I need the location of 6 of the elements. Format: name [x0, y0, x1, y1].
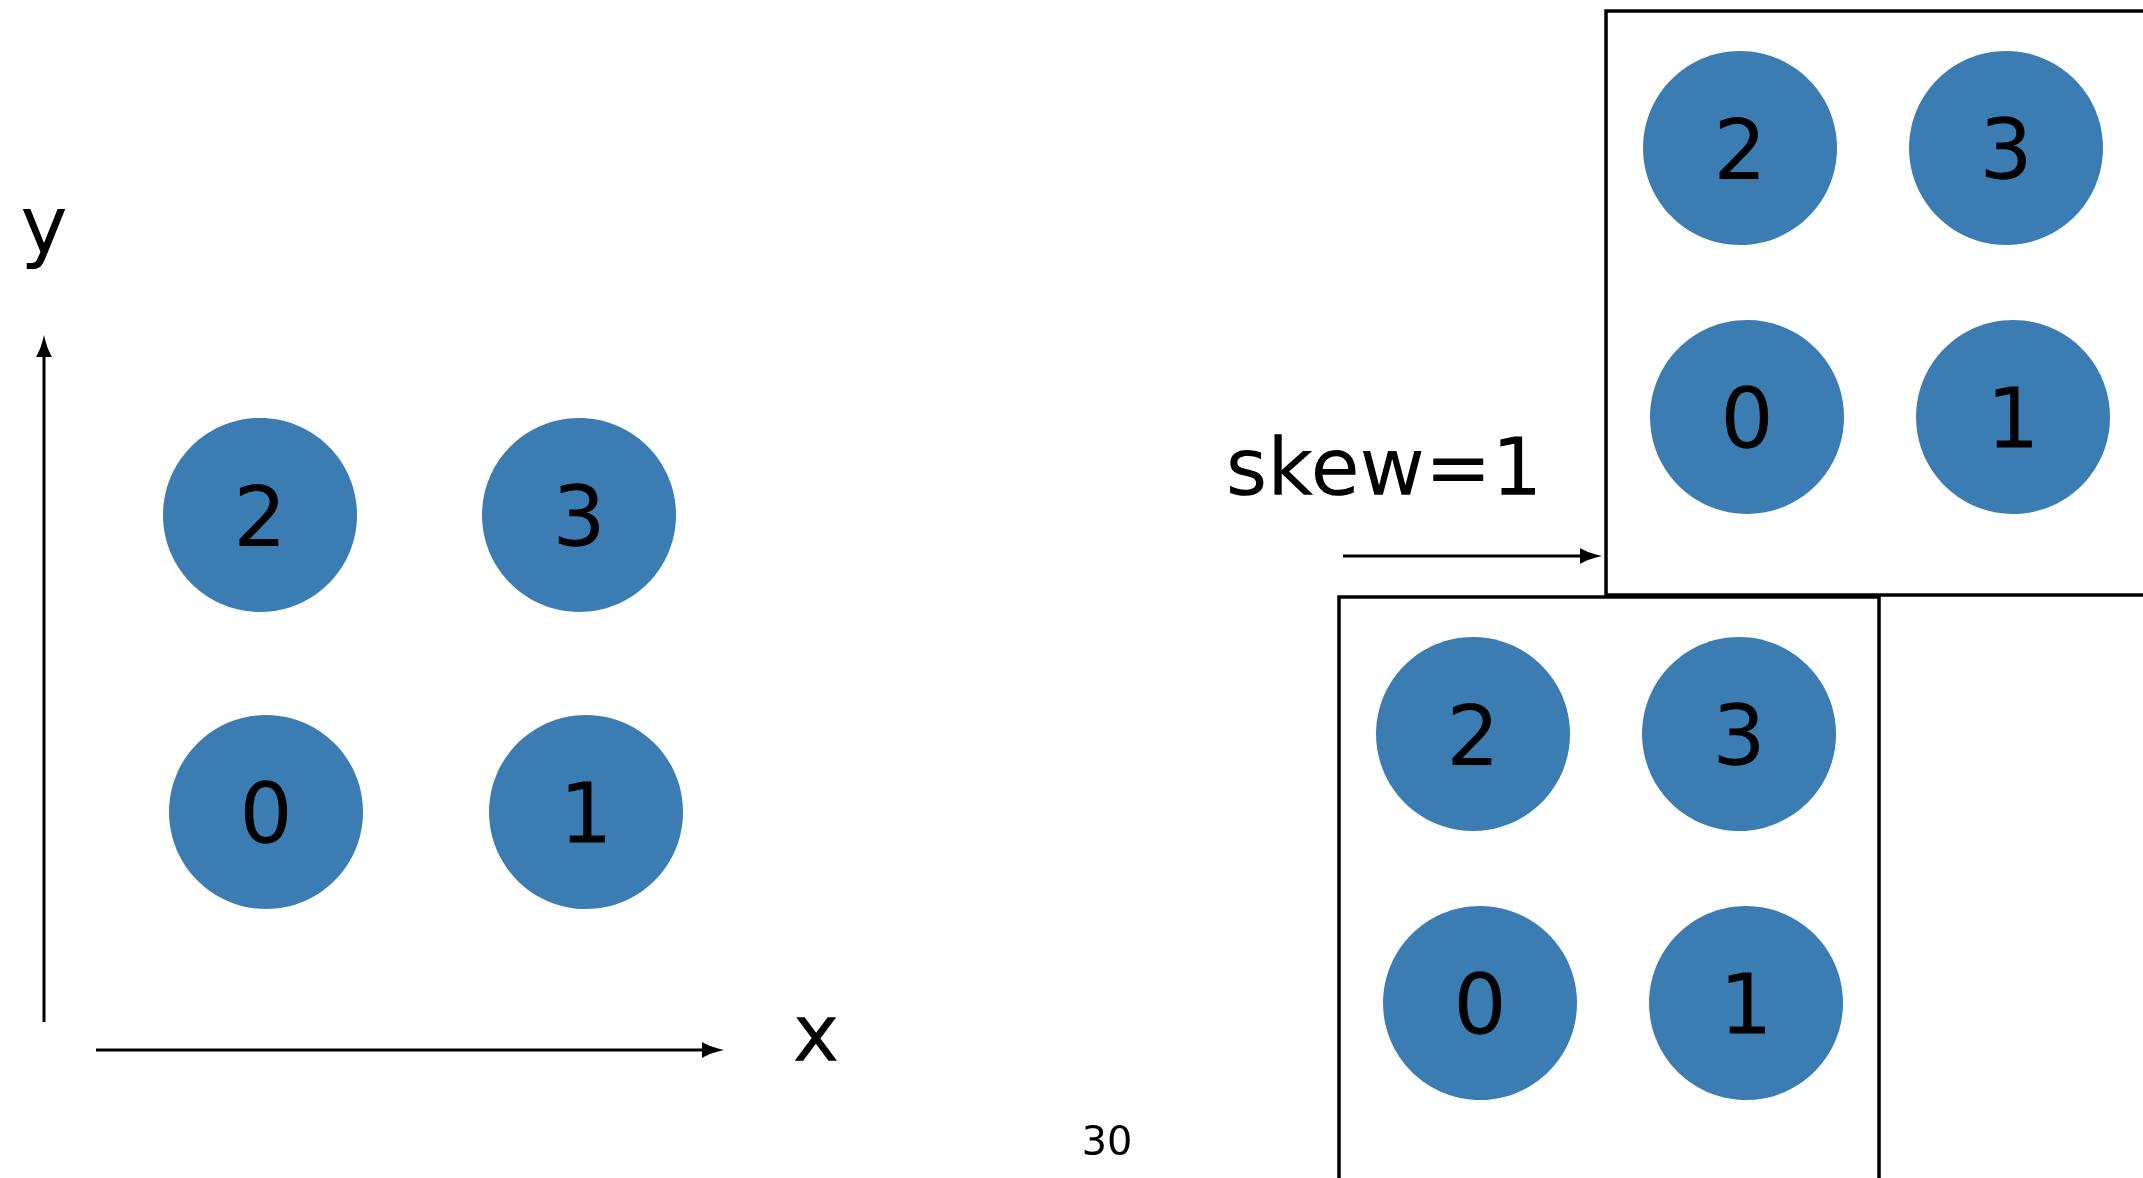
tile-box — [1604, 9, 2143, 597]
page-number: 30 — [1084, 1124, 1130, 1156]
tile-box — [1337, 595, 1881, 1178]
skew-label: skew=1 — [1230, 434, 1535, 496]
axis-label: x — [794, 1017, 837, 1061]
axis-label: y — [22, 208, 66, 270]
